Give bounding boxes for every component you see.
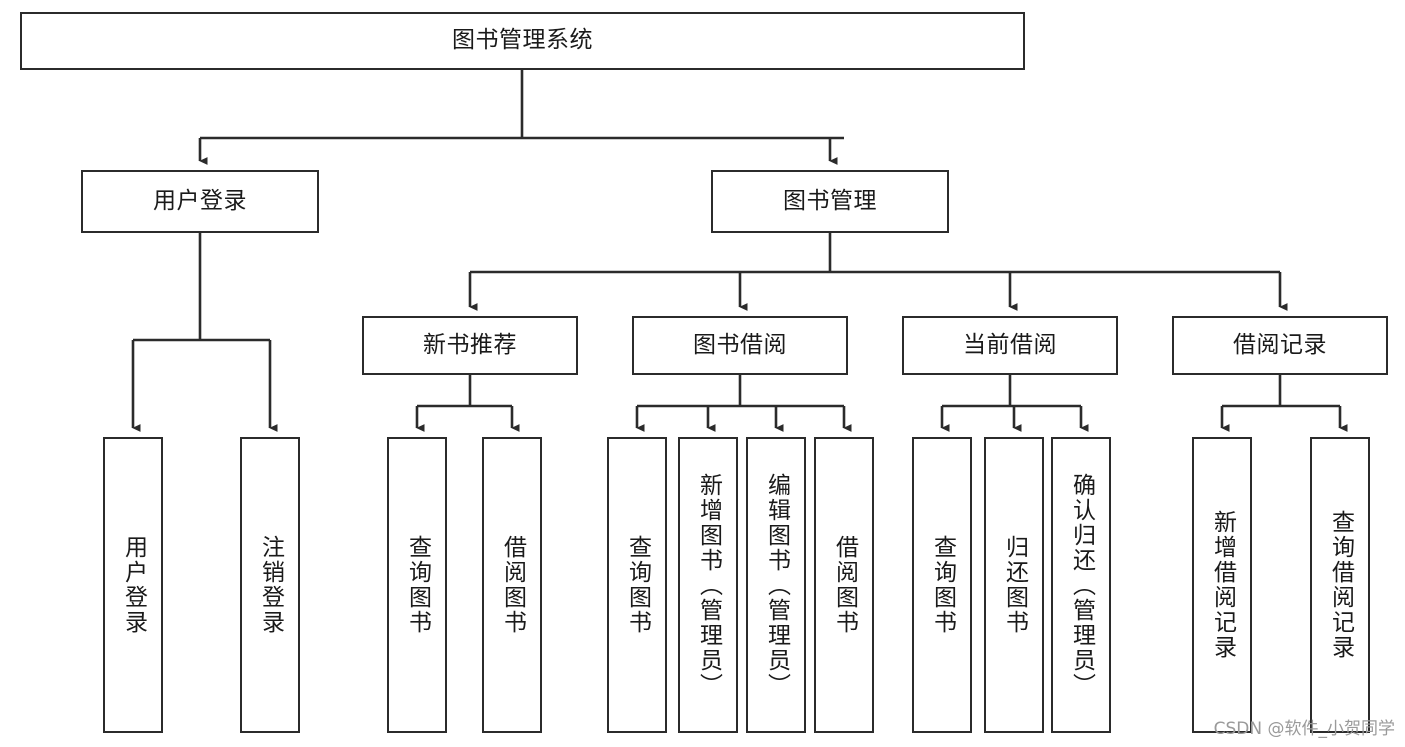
leaf-confirm-return-admin[interactable]: 确认归还（管理员） [1051, 437, 1111, 733]
node-user-login[interactable]: 用户登录 [81, 170, 319, 233]
node-book-management-label: 图书管理 [783, 187, 877, 214]
node-borrow-records[interactable]: 借阅记录 [1172, 316, 1388, 375]
leaf-borrow-books-newbook[interactable]: 借阅图书 [482, 437, 542, 733]
leaf-add-borrow-record[interactable]: 新增借阅记录 [1192, 437, 1252, 733]
leaf-query-books-borrow[interactable]: 查询图书 [607, 437, 667, 733]
leaf-edit-book-admin-label: 编辑图书（管理员） [763, 472, 790, 698]
node-borrow-records-label: 借阅记录 [1233, 331, 1327, 358]
leaf-logout[interactable]: 注销登录 [240, 437, 300, 733]
node-root-label: 图书管理系统 [452, 27, 593, 54]
leaf-query-books-current[interactable]: 查询图书 [912, 437, 972, 733]
node-new-book-recommend-label: 新书推荐 [423, 331, 517, 358]
node-user-login-label: 用户登录 [153, 187, 247, 214]
leaf-return-books[interactable]: 归还图书 [984, 437, 1044, 733]
leaf-borrow-books-borrow[interactable]: 借阅图书 [814, 437, 874, 733]
leaf-user-login[interactable]: 用户登录 [103, 437, 163, 733]
watermark-text: CSDN @软件_小贺同学 [1213, 719, 1395, 739]
leaf-borrow-books-newbook-label: 借阅图书 [499, 535, 526, 635]
leaf-query-borrow-record-label: 查询借阅记录 [1327, 510, 1354, 660]
node-book-management[interactable]: 图书管理 [711, 170, 949, 233]
leaf-query-borrow-record[interactable]: 查询借阅记录 [1310, 437, 1370, 733]
leaf-query-books-borrow-label: 查询图书 [624, 535, 651, 635]
leaf-user-login-label: 用户登录 [120, 535, 147, 635]
leaf-add-borrow-record-label: 新增借阅记录 [1209, 510, 1236, 660]
leaf-edit-book-admin[interactable]: 编辑图书（管理员） [746, 437, 806, 733]
leaf-logout-label: 注销登录 [257, 535, 284, 635]
node-current-borrow[interactable]: 当前借阅 [902, 316, 1118, 375]
leaf-return-books-label: 归还图书 [1001, 535, 1028, 635]
leaf-query-books-current-label: 查询图书 [929, 535, 956, 635]
node-current-borrow-label: 当前借阅 [963, 331, 1057, 358]
node-root[interactable]: 图书管理系统 [20, 12, 1025, 70]
node-new-book-recommend[interactable]: 新书推荐 [362, 316, 578, 375]
node-book-borrow-label: 图书借阅 [693, 331, 787, 358]
leaf-borrow-books-borrow-label: 借阅图书 [831, 535, 858, 635]
leaf-add-book-admin-label: 新增图书（管理员） [695, 472, 722, 698]
leaf-query-books-newbook-label: 查询图书 [404, 535, 431, 635]
leaf-query-books-newbook[interactable]: 查询图书 [387, 437, 447, 733]
node-book-borrow[interactable]: 图书借阅 [632, 316, 848, 375]
leaf-add-book-admin[interactable]: 新增图书（管理员） [678, 437, 738, 733]
leaf-confirm-return-admin-label: 确认归还（管理员） [1068, 472, 1095, 698]
